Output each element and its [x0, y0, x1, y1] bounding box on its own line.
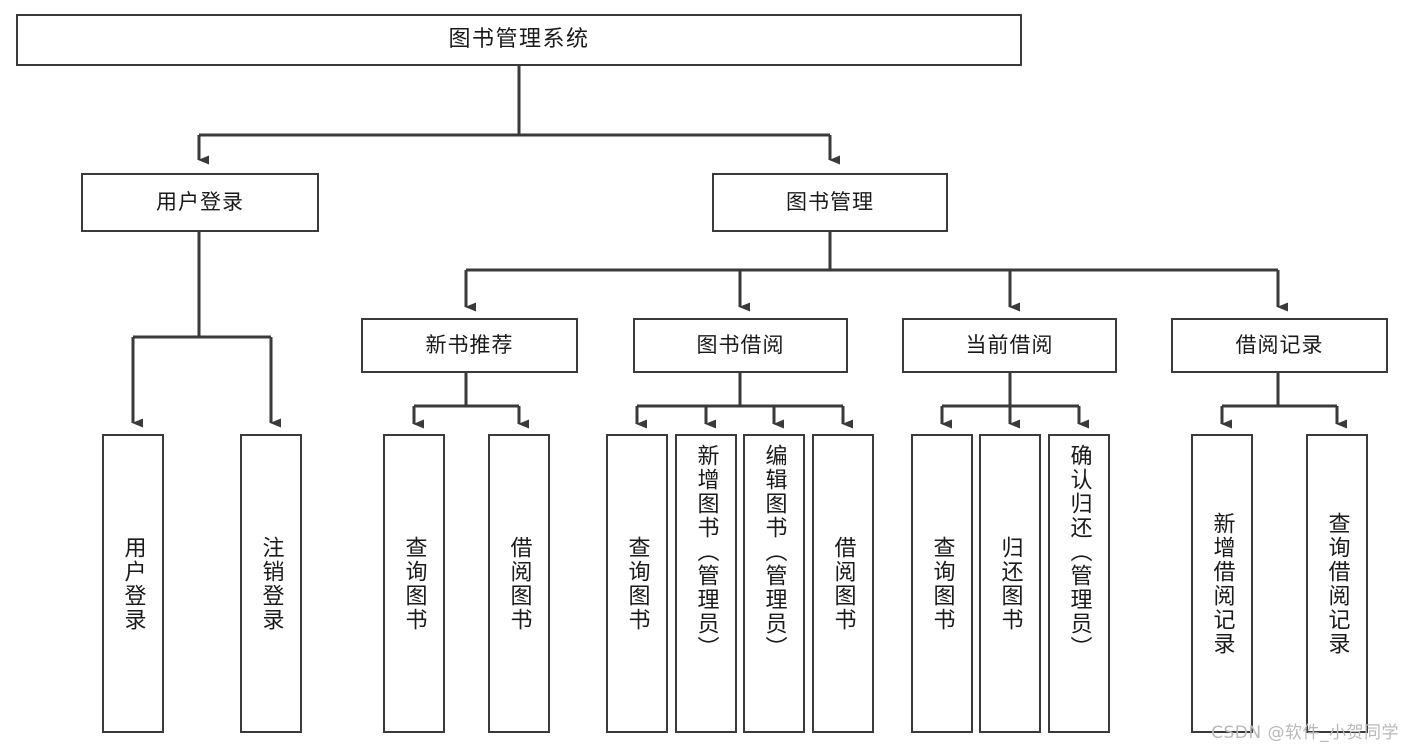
node-leaf-query-book-1[interactable]: 查询图书: [383, 434, 445, 733]
node-leaf-add-book-admin-label: 新增图书（管理员）: [693, 444, 719, 660]
node-new-book-recommend[interactable]: 新书推荐: [361, 318, 578, 373]
node-leaf-borrow-book-2[interactable]: 借阅图书: [812, 434, 874, 733]
node-leaf-edit-book-admin-label: 编辑图书（管理员）: [761, 444, 787, 660]
node-leaf-add-borrow-record-label: 新增借阅记录: [1209, 511, 1235, 656]
node-leaf-query-book-3-label: 查询图书: [929, 535, 955, 632]
node-leaf-query-borrow-record-label: 查询借阅记录: [1324, 511, 1350, 656]
node-leaf-edit-book-admin[interactable]: 编辑图书（管理员）: [743, 434, 805, 733]
node-leaf-borrow-book-1[interactable]: 借阅图书: [488, 434, 550, 733]
node-leaf-query-book-3[interactable]: 查询图书: [911, 434, 973, 733]
node-leaf-logout-login-label: 注销登录: [258, 535, 284, 632]
node-new-book-recommend-label: 新书推荐: [425, 333, 514, 358]
node-leaf-user-login-label: 用户登录: [120, 535, 146, 632]
node-leaf-confirm-return-admin-label: 确认归还（管理员）: [1066, 444, 1092, 660]
node-leaf-confirm-return-admin[interactable]: 确认归还（管理员）: [1048, 434, 1110, 733]
node-book-borrow[interactable]: 图书借阅: [633, 318, 848, 373]
node-leaf-query-borrow-record[interactable]: 查询借阅记录: [1306, 434, 1368, 733]
node-leaf-logout-login[interactable]: 注销登录: [240, 434, 302, 733]
node-leaf-add-book-admin[interactable]: 新增图书（管理员）: [675, 434, 737, 733]
node-current-borrow[interactable]: 当前借阅: [902, 318, 1117, 373]
node-current-borrow-label: 当前借阅: [965, 333, 1054, 358]
node-leaf-query-book-2-label: 查询图书: [624, 535, 650, 632]
node-leaf-add-borrow-record[interactable]: 新增借阅记录: [1191, 434, 1253, 733]
node-leaf-query-book-2[interactable]: 查询图书: [606, 434, 668, 733]
node-leaf-return-book-label: 归还图书: [997, 535, 1023, 632]
node-root-system-label: 图书管理系统: [448, 27, 590, 53]
node-borrow-record-label: 借阅记录: [1235, 333, 1324, 358]
node-user-login[interactable]: 用户登录: [81, 173, 319, 232]
csdn-watermark: CSDN @软件_小贺同学: [1211, 723, 1399, 743]
node-leaf-user-login[interactable]: 用户登录: [102, 434, 164, 733]
node-leaf-borrow-book-2-label: 借阅图书: [830, 535, 856, 632]
node-leaf-borrow-book-1-label: 借阅图书: [506, 535, 532, 632]
node-leaf-return-book[interactable]: 归还图书: [979, 434, 1041, 733]
node-leaf-query-book-1-label: 查询图书: [401, 535, 427, 632]
node-book-management[interactable]: 图书管理: [712, 173, 948, 232]
node-root-system[interactable]: 图书管理系统: [16, 14, 1022, 66]
node-book-borrow-label: 图书借阅: [696, 333, 785, 358]
node-borrow-record[interactable]: 借阅记录: [1171, 318, 1388, 373]
node-user-login-label: 用户登录: [156, 190, 244, 215]
node-book-management-label: 图书管理: [786, 190, 874, 215]
